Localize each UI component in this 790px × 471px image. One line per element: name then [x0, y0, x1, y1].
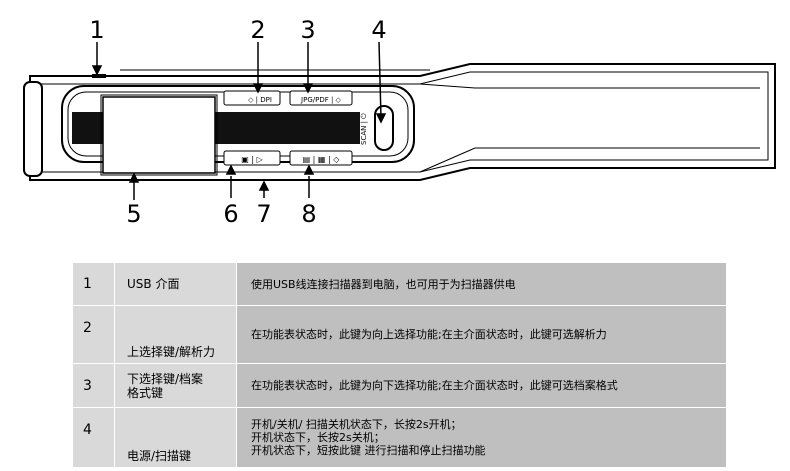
display-window — [102, 96, 216, 174]
button-8 — [289, 150, 353, 166]
row-number: 2 — [72, 305, 115, 364]
callout-3: 3 — [300, 16, 316, 44]
row-number: 1 — [72, 262, 115, 306]
row-name: 电源/扫描键 — [114, 407, 237, 468]
row-name: 下选择键/档案 格式键 — [114, 363, 237, 408]
callout-7: 7 — [256, 200, 272, 228]
scanner-drawing: ◇ | DPI JPG/PDF | ◇ ▣ | ▷ ▤ | ▦ | ◇ SCAN… — [23, 41, 776, 200]
row-number: 4 — [72, 407, 115, 468]
row-description: 在功能表状态时，此键为向下选择功能;在主介面状态时，此键可选档案格式 — [236, 363, 727, 408]
down-key-label: JPG/PDF | ◇ — [300, 96, 342, 104]
callout-5: 5 — [126, 200, 142, 228]
up-key — [223, 90, 281, 106]
table-row: 4 电源/扫描键 开机/关机/ 扫描关机状态下，长按2s开机； 开机状态下，长按… — [72, 407, 727, 468]
table-row: 1 USB 介面 使用USB线连接扫描器到电脑，也可用于为扫描器供电 — [72, 262, 727, 306]
callout-2: 2 — [250, 16, 266, 44]
svg-text:▣ | ▷: ▣ | ▷ — [241, 155, 263, 164]
callout-6: 6 — [223, 200, 239, 228]
power-scan-key — [374, 105, 394, 151]
callout-8: 8 — [301, 200, 317, 228]
row-name: 上选择键/解析力 — [114, 305, 237, 364]
row-name: USB 介面 — [114, 262, 237, 306]
callout-4: 4 — [371, 16, 387, 44]
row-description: 使用USB线连接扫描器到电脑，也可用于为扫描器供电 — [236, 262, 727, 306]
row-description: 开机/关机/ 扫描关机状态下，长按2s开机； 开机状态下，长按2s关机； 开机状… — [236, 407, 727, 468]
table-row: 2 上选择键/解析力 在功能表状态时，此键为向上选择功能;在主介面状态时，此键可… — [72, 305, 727, 364]
svg-text:▤ | ▦ | ◇: ▤ | ▦ | ◇ — [303, 155, 341, 164]
row-description: 在功能表状态时，此键为向上选择功能;在主介面状态时，此键可选解析力 — [236, 305, 727, 364]
callout-1: 1 — [89, 16, 105, 44]
up-key-label: ◇ | DPI — [248, 96, 272, 104]
button-6 — [223, 150, 281, 166]
power-key-label: SCAN | ⏻ — [360, 113, 368, 145]
row-number: 3 — [72, 363, 115, 408]
down-key — [289, 90, 353, 106]
scanner-diagram: ◇ | DPI JPG/PDF | ◇ ▣ | ▷ ▤ | ▦ | ◇ SCAN… — [23, 16, 776, 228]
left-end-cap — [23, 81, 43, 177]
spec-table: 1 USB 介面 使用USB线连接扫描器到电脑，也可用于为扫描器供电 2 上选择… — [72, 262, 727, 468]
table-row: 3 下选择键/档案 格式键 在功能表状态时，此键为向下选择功能;在主介面状态时，… — [72, 363, 727, 408]
callout-leaders — [91, 41, 387, 200]
